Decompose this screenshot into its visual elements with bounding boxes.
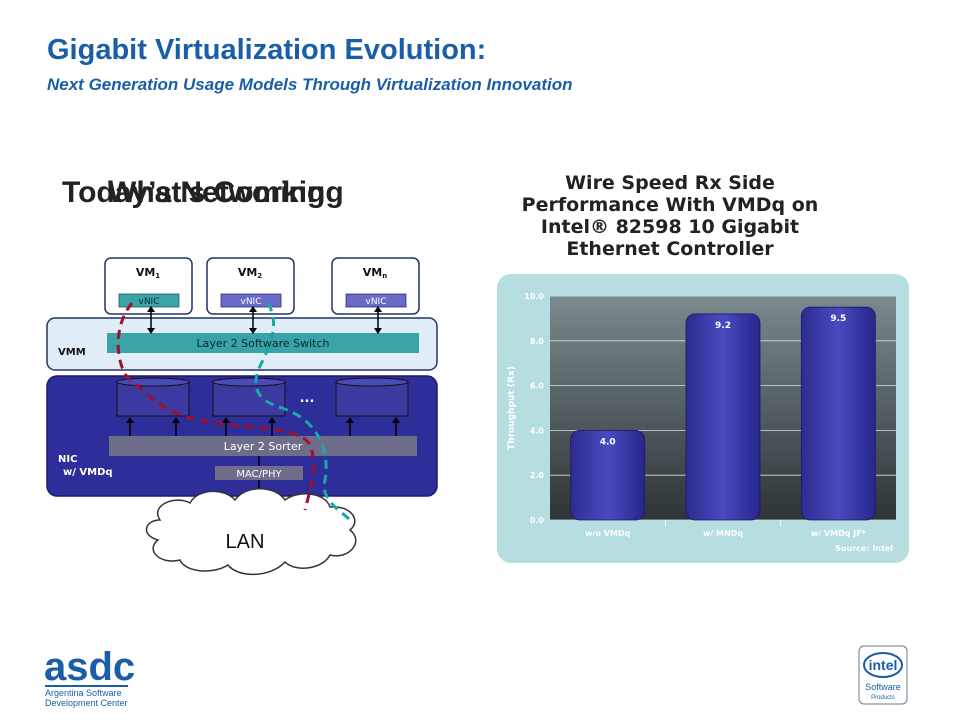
intel-line1: Software (865, 682, 901, 692)
vnic-2 (220, 293, 282, 308)
queue-1 (116, 377, 190, 417)
vnic-2-label: vNIC (241, 297, 262, 307)
software-switch (107, 333, 419, 353)
asdc-logo-text: asdc (44, 646, 135, 689)
section-title-today: Today’s Networking (62, 176, 344, 209)
x-labels: w/o VMDq w/ MNDq w/ VMDq JF* (585, 520, 867, 538)
queue-ellipsis: ... (300, 391, 315, 406)
chart-title: Wire Speed Rx Side Performance With VMDq… (521, 172, 819, 260)
y-tick-label-3: 6.0 (530, 382, 545, 391)
layer2-sorter (109, 436, 417, 456)
bar-1 (685, 313, 761, 521)
nic-vmdq-label: w/ VMDq (63, 467, 113, 478)
lan-label: LAN (226, 531, 265, 553)
vm-n: VMn vNIC (331, 257, 420, 315)
queue-2 (212, 377, 286, 417)
vnic-n-label: vNIC (366, 297, 387, 307)
page-title: Gigabit Virtualization Evolution: (47, 34, 487, 66)
bar-value-label-1: 9.2 (715, 321, 731, 331)
mac-phy-label: MAC/PHY (236, 469, 282, 480)
y-tick-label-5: 10.0 (524, 292, 544, 301)
page-subtitle: Next Generation Usage Models Through Vir… (47, 75, 573, 94)
vmdq-diagram: VMM Layer 2 Software Switch VM1 vNIC VM2… (46, 257, 438, 576)
x-tick-label-2: w/ VMDq JF* (811, 529, 867, 538)
vmm-label: VMM (58, 347, 86, 358)
lan-cloud (145, 488, 357, 576)
mac-phy (215, 466, 303, 480)
intel-wordmark: intel (869, 657, 898, 673)
asdc-line1: Argentina Software (45, 688, 122, 698)
x-tick-label-0: w/o VMDq (585, 529, 630, 538)
rx-queues (116, 377, 409, 417)
y-tick-label-4: 8.0 (530, 337, 545, 346)
intel-line2: Products (871, 695, 895, 701)
y-tick-label-2: 4.0 (530, 426, 545, 435)
traffic-path-today (116, 302, 315, 511)
queue-n (335, 377, 409, 417)
vm-1-label: VM1 (136, 266, 160, 280)
vm-switch-arrows (150, 310, 379, 330)
asdc-line2: Development Center (45, 698, 128, 708)
y-tick-label-1: 2.0 (530, 471, 545, 480)
vnic-1 (118, 293, 180, 308)
asdc-logo: asdc Argentina Software Development Cent… (44, 646, 135, 708)
intel-software-logo: intel Software Products (858, 645, 908, 705)
vm-1: VM1 vNIC (104, 257, 193, 315)
y-ticks: 0.0 2.0 4.0 6.0 8.0 10.0 (524, 292, 544, 525)
vnic-1-label: vNIC (139, 297, 160, 307)
vm-2-label: VM2 (238, 266, 262, 280)
y-axis-label: Throughput (Rx) (507, 366, 517, 450)
vm-n-label: VMn (363, 266, 387, 280)
bar-2 (800, 306, 876, 521)
bar-value-label-2: 9.5 (830, 314, 846, 324)
software-switch-label: Layer 2 Software Switch (196, 337, 329, 350)
vnic-n (345, 293, 407, 308)
traffic-path-vmdq (254, 302, 352, 522)
section-title-coming: What’s Coming (108, 176, 326, 209)
x-tick-label-1: w/ MNDq (703, 529, 743, 538)
layer2-sorter-label: Layer 2 Sorter (224, 440, 303, 453)
vm-2: VM2 vNIC (206, 257, 295, 315)
nic-label: NIC (58, 454, 77, 465)
bars: 4.0 9.2 9.5 (570, 306, 876, 521)
y-tick-label-0: 0.0 (530, 516, 545, 525)
bar-value-label-0: 4.0 (600, 437, 616, 447)
chart-source: Source: Intel (835, 544, 893, 553)
bar-0 (570, 429, 646, 521)
